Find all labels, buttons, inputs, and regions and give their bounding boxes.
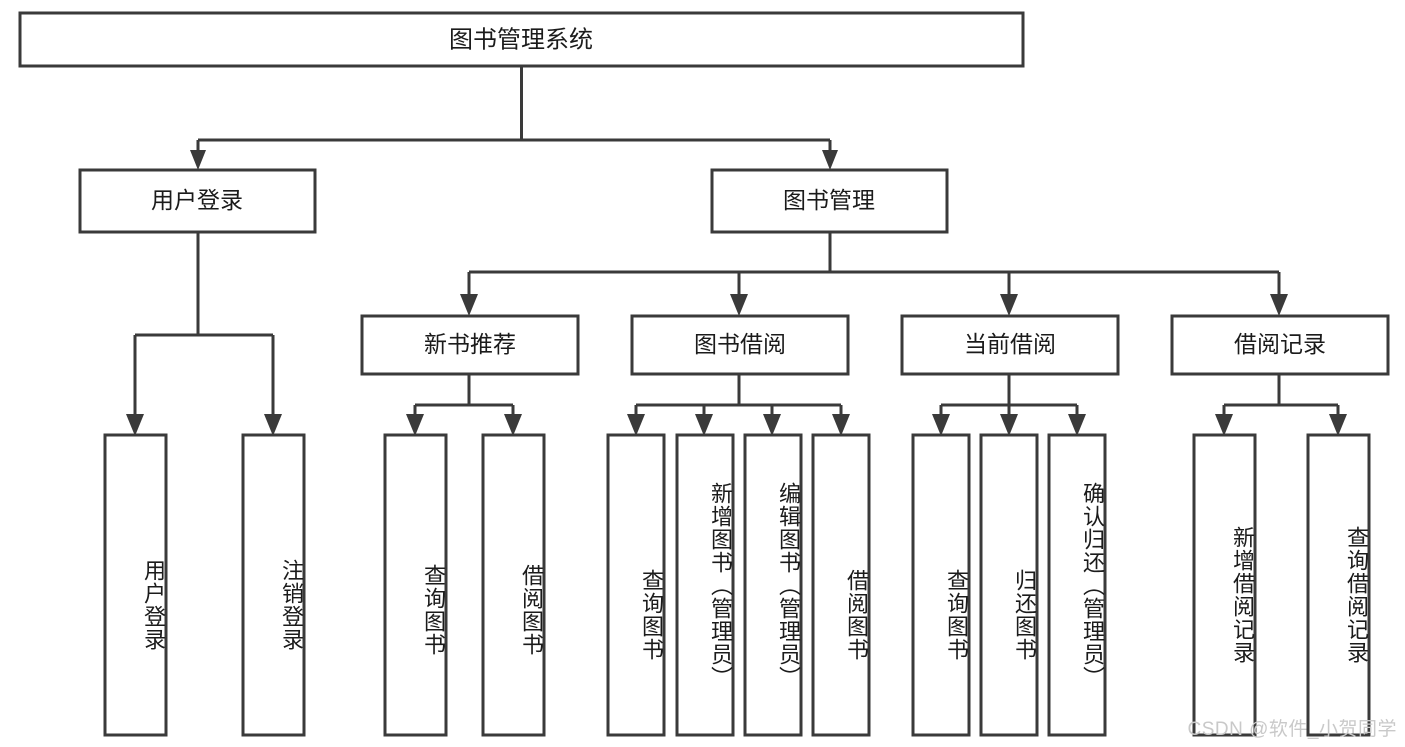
arrowhead-records-add (1215, 414, 1233, 436)
node-leaf-user-login[interactable] (103, 433, 168, 737)
node-book-management-label: 图书管理 (783, 187, 875, 213)
connector-layer (126, 66, 1347, 436)
node-book-management[interactable] (710, 168, 949, 234)
arrowhead-book-mgmt (822, 150, 838, 170)
arrowhead-borrow-records (1270, 294, 1288, 316)
arrowhead-book-borrow (730, 294, 748, 316)
node-leaf-currentborrow-return-book[interactable] (979, 433, 1039, 737)
node-current-borrow[interactable] (900, 314, 1120, 376)
arrowhead-records-query (1329, 414, 1347, 436)
arrowhead-newbook-borrow (504, 414, 522, 436)
node-borrow-records-label: 借阅记录 (1234, 331, 1326, 357)
arrowhead-bookborrow-add (695, 414, 713, 436)
node-leaf-bookborrow-add-book[interactable] (675, 433, 735, 737)
node-user-login-label: 用户登录 (151, 187, 243, 213)
arrowhead-bookborrow-lend (832, 414, 850, 436)
node-new-book-recommend-label: 新书推荐 (424, 331, 516, 357)
node-book-borrow[interactable] (630, 314, 850, 376)
node-book-borrow-label: 图书借阅 (694, 331, 786, 357)
node-leaf-bookborrow-query-book[interactable] (606, 433, 666, 737)
node-borrow-records[interactable] (1170, 314, 1390, 376)
node-leaf-bookborrow-edit-book[interactable] (743, 433, 803, 737)
node-leaf-records-query-record[interactable] (1306, 433, 1371, 737)
arrowhead-bookborrow-query (627, 414, 645, 436)
arrowhead-leaf-user-login (126, 414, 144, 436)
node-leaf-bookborrow-lend-book[interactable] (811, 433, 871, 737)
node-leaf-newbook-query-book[interactable] (383, 433, 448, 737)
node-current-borrow-label: 当前借阅 (964, 331, 1056, 357)
arrowhead-currentborrow-confirm (1068, 414, 1086, 436)
arrowhead-new-book-recommend (460, 294, 478, 316)
node-leaf-currentborrow-confirm-return[interactable] (1047, 433, 1107, 737)
node-layer: 图书管理系统 用户登录 图书管理 新书推荐 图书借阅 当前借阅 借阅记录 (18, 11, 1390, 737)
arrowhead-user-login (190, 150, 206, 170)
arrowhead-bookborrow-edit (763, 414, 781, 436)
node-new-book-recommend[interactable] (360, 314, 580, 376)
node-leaf-currentborrow-query-book[interactable] (911, 433, 971, 737)
arrowhead-leaf-logout (264, 414, 282, 436)
node-root-book-management-system[interactable] (18, 11, 1025, 68)
node-user-login[interactable] (78, 168, 317, 234)
arrowhead-currentborrow-return (1000, 414, 1018, 436)
node-leaf-newbook-borrow-book[interactable] (481, 433, 546, 737)
arrowhead-newbook-query (406, 414, 424, 436)
node-leaf-logout-login[interactable] (241, 433, 306, 737)
node-root-label: 图书管理系统 (449, 26, 593, 53)
arrowhead-currentborrow-query (932, 414, 950, 436)
arrowhead-current-borrow (1000, 294, 1018, 316)
node-leaf-records-add-record[interactable] (1192, 433, 1257, 737)
